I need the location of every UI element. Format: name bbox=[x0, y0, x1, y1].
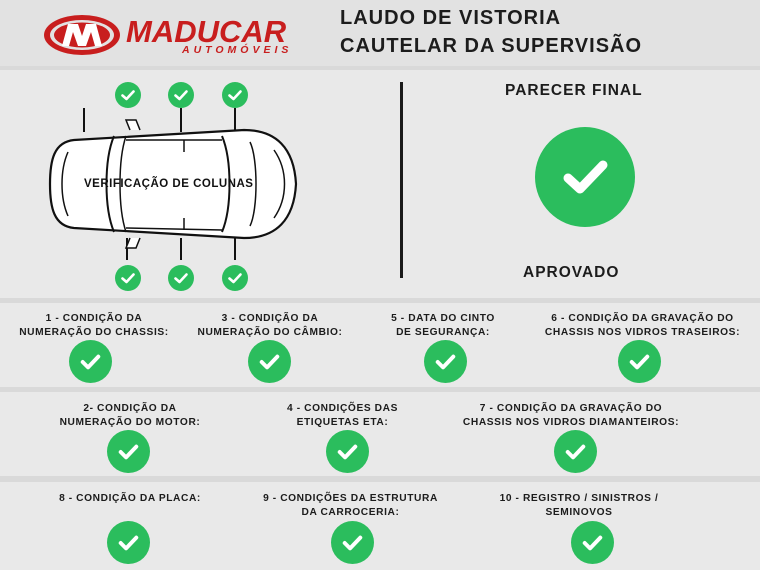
check-icon bbox=[331, 521, 374, 564]
item-label-line: 1 - CONDIÇÃO DA bbox=[45, 313, 143, 324]
check-icon bbox=[326, 430, 369, 473]
item-label-line: CHASSIS NOS VIDROS TRASEIROS: bbox=[544, 327, 741, 338]
item-label-line: NUMERAÇÃO DO MOTOR: bbox=[59, 417, 201, 428]
columns-check-label: VERIFICAÇÃO DE COLUNAS bbox=[84, 178, 254, 190]
check-icon bbox=[424, 340, 467, 383]
item-label-line: 8 - CONDIÇÃO DA PLACA: bbox=[59, 493, 201, 504]
item-7-label: 7 - CONDIÇÃO DA GRAVAÇÃO DO CHASSIS NOS V… bbox=[460, 402, 682, 430]
final-check-icon bbox=[535, 127, 635, 227]
item-1-label: 1 - CONDIÇÃO DA NUMERAÇÃO DO CHASSIS: bbox=[14, 312, 174, 340]
item-label-line: 3 - CONDIÇÃO DA bbox=[221, 313, 319, 324]
item-label-line: CHASSIS NOS VIDROS DIAMANTEIROS: bbox=[462, 417, 680, 428]
check-icon bbox=[115, 82, 141, 108]
check-icon bbox=[107, 521, 150, 564]
check-icon bbox=[618, 340, 661, 383]
item-label-line: DA CARROCERIA: bbox=[301, 507, 400, 518]
check-icon bbox=[222, 82, 248, 108]
item-label-line: NUMERAÇÃO DO CHASSIS: bbox=[19, 327, 169, 338]
item-label-line: 10 - REGISTRO / SINISTROS / bbox=[499, 493, 659, 504]
item-label-line: ETIQUETAS ETA: bbox=[296, 417, 389, 428]
check-icon bbox=[554, 430, 597, 473]
maducar-m-logo-icon bbox=[44, 15, 120, 55]
item-label-line: 2- CONDIÇÃO DA bbox=[83, 403, 177, 414]
final-opinion-heading: PARECER FINAL bbox=[505, 82, 643, 99]
item-8-label: 8 - CONDIÇÃO DA PLACA: bbox=[50, 492, 210, 506]
item-label-line: 9 - CONDIÇÕES DA ESTRUTURA bbox=[263, 493, 438, 504]
item-5-label: 5 - DATA DO CINTO DE SEGURANÇA: bbox=[368, 312, 518, 340]
check-icon bbox=[115, 265, 141, 291]
item-9-label: 9 - CONDIÇÕES DA ESTRUTURA DA CARROCERIA: bbox=[258, 492, 443, 520]
item-10-label: 10 - REGISTRO / SINISTROS / SEMINOVOS bbox=[490, 492, 668, 520]
check-icon bbox=[222, 265, 248, 291]
check-icon bbox=[248, 340, 291, 383]
page-title-line1: LAUDO DE VISTORIA bbox=[340, 7, 562, 29]
item-label-line: 7 - CONDIÇÃO DA GRAVAÇÃO DO bbox=[479, 403, 663, 414]
section-divider bbox=[400, 82, 403, 278]
car-top-view-icon bbox=[48, 108, 298, 260]
item-6-label: 6 - CONDIÇÃO DA GRAVAÇÃO DO CHASSIS NOS V… bbox=[540, 312, 745, 340]
item-label-line: SEMINOVOS bbox=[545, 507, 613, 518]
item-label-line: 6 - CONDIÇÃO DA GRAVAÇÃO DO bbox=[551, 313, 734, 324]
item-label-line: DE SEGURANÇA: bbox=[396, 327, 490, 338]
page-title-line2: CAUTELAR DA SUPERVISÃO bbox=[340, 35, 643, 57]
item-label-line: NUMERAÇÃO DO CÂMBIO: bbox=[197, 327, 343, 338]
item-label-line: 5 - DATA DO CINTO bbox=[391, 313, 495, 324]
check-icon bbox=[107, 430, 150, 473]
brand-logo: MADUCAR AUTOMÓVEIS bbox=[42, 12, 298, 58]
item-2-label: 2- CONDIÇÃO DA NUMERAÇÃO DO MOTOR: bbox=[50, 402, 210, 430]
check-icon bbox=[571, 521, 614, 564]
item-3-label: 3 - CONDIÇÃO DA NUMERAÇÃO DO CÂMBIO: bbox=[190, 312, 350, 340]
item-label-line: 4 - CONDIÇÕES DAS bbox=[287, 403, 398, 414]
brand-name: MADUCAR bbox=[126, 14, 287, 49]
header-band bbox=[0, 0, 760, 66]
check-icon bbox=[168, 82, 194, 108]
item-4-label: 4 - CONDIÇÕES DAS ETIQUETAS ETA: bbox=[270, 402, 415, 430]
check-icon bbox=[168, 265, 194, 291]
brand-subtitle: AUTOMÓVEIS bbox=[182, 44, 293, 56]
check-icon bbox=[69, 340, 112, 383]
final-opinion-result: APROVADO bbox=[523, 264, 620, 281]
